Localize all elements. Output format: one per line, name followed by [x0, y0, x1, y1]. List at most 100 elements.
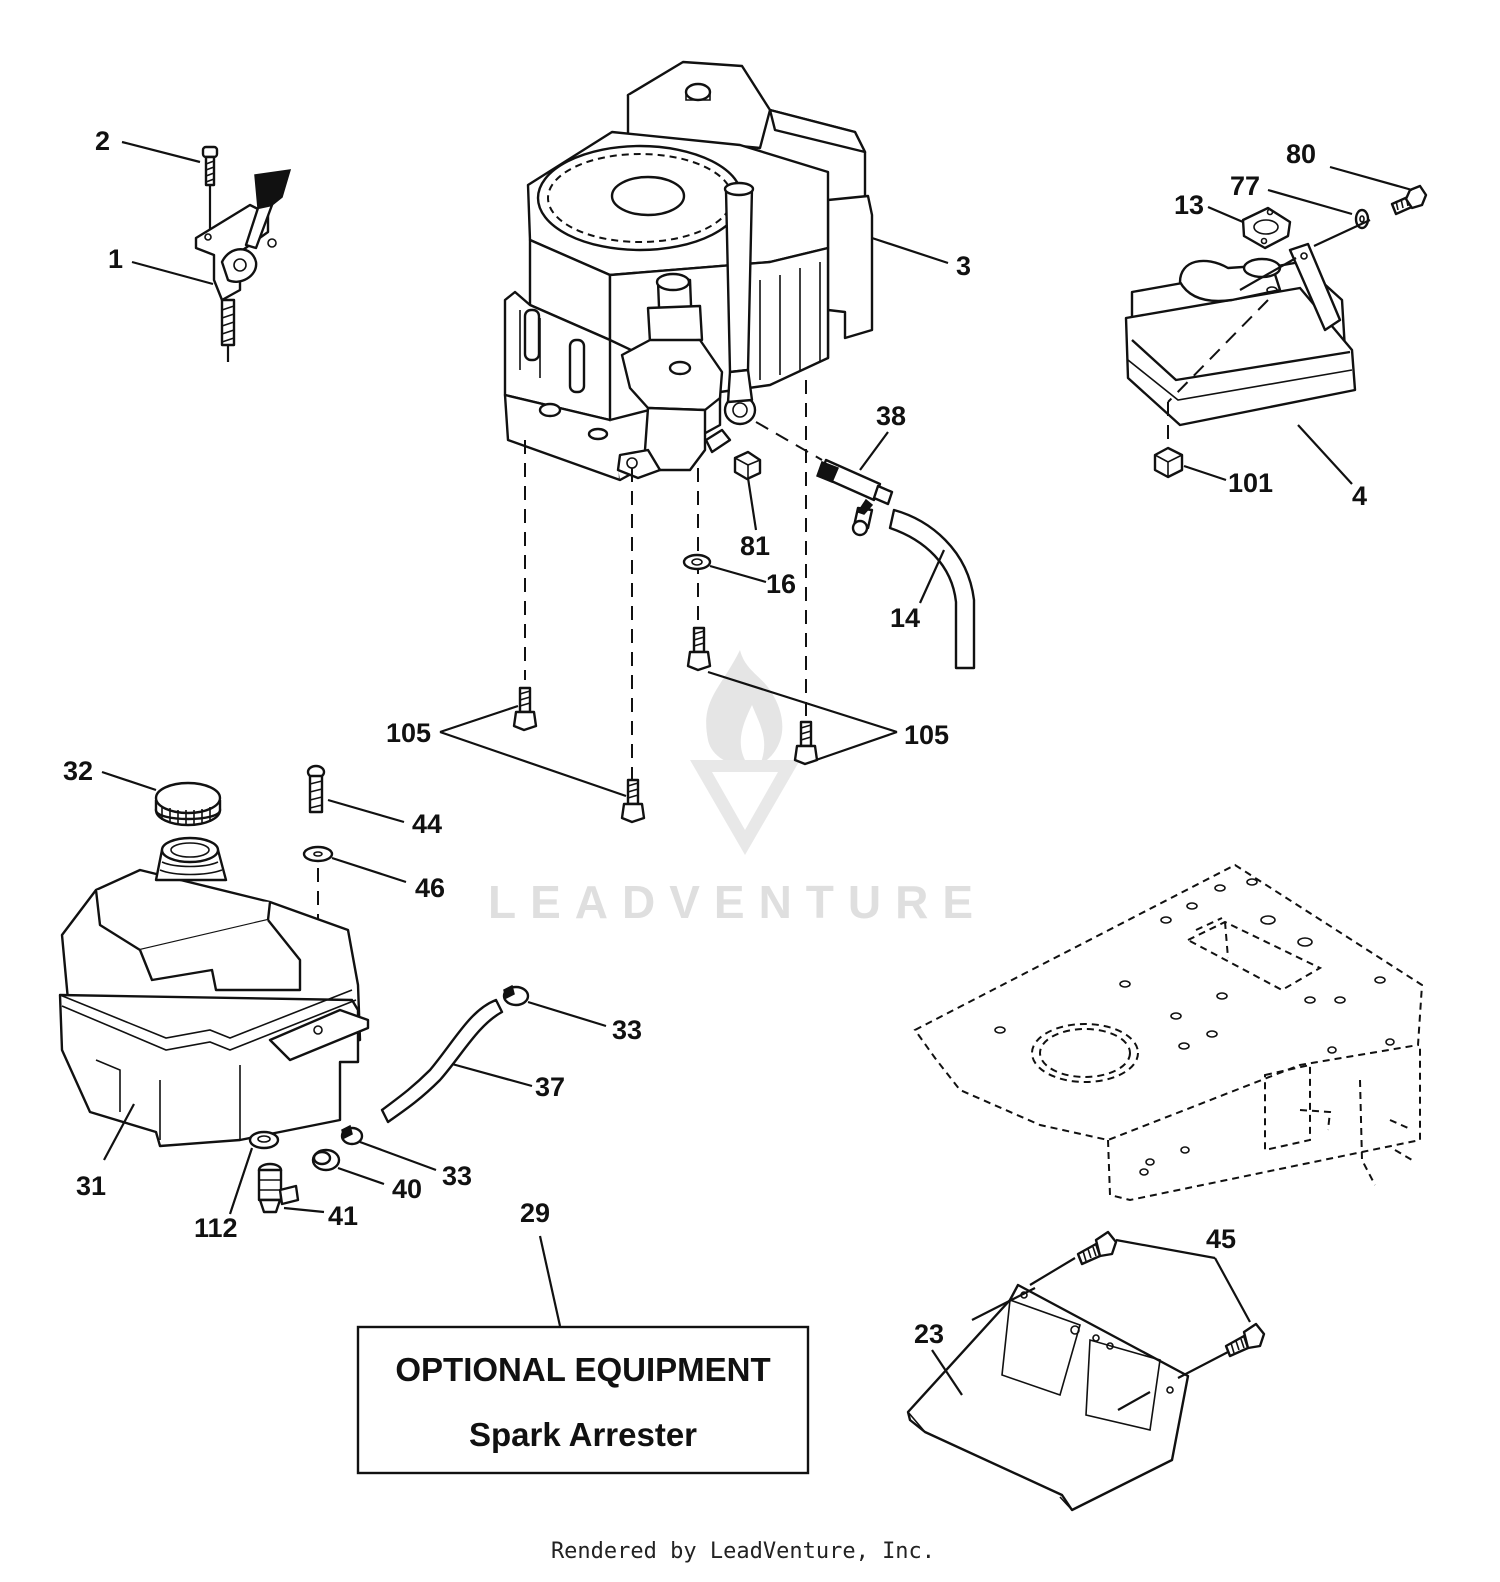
leader-81 — [746, 477, 758, 531]
callout-33-top: 33 — [612, 1015, 642, 1045]
nut-101 — [1153, 446, 1184, 479]
chassis-frame-dashed — [913, 863, 1424, 1202]
callout-101: 101 — [1228, 468, 1273, 498]
callout-31: 31 — [76, 1171, 106, 1201]
screw-45-a — [1076, 1230, 1118, 1266]
leader-23 — [931, 1349, 963, 1396]
exhaust-axis-line — [1313, 219, 1371, 247]
callout-105-left: 105 — [386, 718, 431, 748]
leader-105b-2 — [815, 730, 898, 762]
guide-line-fuel — [755, 421, 823, 461]
leader-13 — [1207, 205, 1244, 224]
exhaust-gasket-13 — [1241, 206, 1292, 250]
callout-1: 1 — [108, 244, 123, 274]
lock-washer-16 — [682, 553, 712, 571]
fuel-fitting-41 — [257, 1162, 300, 1214]
leader-44 — [327, 798, 405, 824]
leader-77 — [1267, 188, 1353, 216]
leader-4 — [1297, 424, 1353, 485]
bolt-105-b — [620, 778, 646, 824]
callout-44: 44 — [412, 809, 442, 839]
leader-33a — [527, 1000, 607, 1028]
callout-37: 37 — [535, 1072, 565, 1102]
callout-33-bottom: 33 — [442, 1161, 472, 1191]
leader-33b — [359, 1140, 437, 1172]
bolt-105-a — [512, 686, 538, 732]
bolt-105-c — [686, 626, 712, 672]
grommet-40 — [311, 1148, 341, 1172]
callout-41: 41 — [328, 1201, 358, 1231]
optional-equipment-title: OPTIONAL EQUIPMENT — [395, 1351, 770, 1388]
hose-clamp-33-b — [340, 1124, 364, 1146]
leader-29 — [538, 1235, 562, 1327]
bolt-105-d — [793, 720, 819, 766]
optional-equipment-box — [356, 1325, 810, 1475]
exhaust-axis-line-2 — [1239, 257, 1297, 291]
fuel-cap-32 — [154, 781, 222, 827]
leader-31 — [103, 1103, 135, 1161]
leader-45-2 — [1214, 1257, 1251, 1323]
fuel-shutoff-38 — [816, 458, 894, 537]
leader-32 — [101, 770, 157, 792]
footer-credit: Rendered by LeadVenture, Inc. — [551, 1539, 935, 1564]
leader-46 — [331, 856, 407, 884]
optional-equipment-subtitle: Spark Arrester — [469, 1416, 697, 1453]
leader-37 — [451, 1062, 533, 1088]
callout-45: 45 — [1206, 1224, 1236, 1254]
guide-line-shield-2 — [1177, 1351, 1229, 1379]
guide-line-shield-1 — [971, 1287, 1036, 1321]
leader-14 — [918, 549, 946, 604]
callout-80: 80 — [1286, 139, 1316, 169]
screw-44 — [306, 764, 326, 814]
leader-1 — [131, 260, 214, 286]
callout-46: 46 — [415, 873, 445, 903]
bushing-112 — [248, 1130, 280, 1150]
callout-13: 13 — [1174, 190, 1204, 220]
leader-80 — [1329, 165, 1413, 192]
callout-4: 4 — [1352, 481, 1367, 511]
leader-38 — [859, 431, 889, 471]
leader-101 — [1183, 464, 1227, 482]
muffler-assembly — [1124, 242, 1357, 427]
callout-81: 81 — [740, 531, 770, 561]
callout-23: 23 — [914, 1319, 944, 1349]
washer-46 — [302, 845, 334, 863]
callout-32: 32 — [63, 756, 93, 786]
bolt-80 — [1390, 184, 1428, 216]
callout-labels: 2 1 3 80 77 13 101 4 38 81 16 14 105 105… — [63, 126, 1367, 1349]
nut-81 — [733, 450, 762, 481]
leader-3 — [871, 236, 949, 265]
chassis-holes — [994, 878, 1395, 1176]
callout-29: 29 — [520, 1198, 550, 1228]
callout-2: 2 — [95, 126, 110, 156]
watermark-text: LEADVENTURE — [488, 876, 987, 928]
muffler-nut-guide — [1167, 299, 1269, 403]
leader-41 — [283, 1206, 325, 1214]
leader-16 — [709, 564, 767, 584]
fuel-hose-14 — [888, 508, 976, 670]
engine-assembly — [503, 60, 874, 482]
callout-3: 3 — [956, 251, 971, 281]
leader-105a-2 — [439, 730, 627, 798]
fuel-line-37 — [380, 998, 504, 1124]
callout-40: 40 — [392, 1174, 422, 1204]
callout-77: 77 — [1230, 171, 1260, 201]
leader-40 — [337, 1166, 385, 1186]
leader-2 — [121, 140, 201, 164]
guide-line-shield-4 — [1029, 1257, 1076, 1286]
screw-45-b — [1224, 1322, 1266, 1358]
callout-112: 112 — [194, 1213, 238, 1243]
callout-38: 38 — [876, 401, 906, 431]
hose-clamp-33-a — [502, 984, 530, 1007]
flame-logo-icon — [706, 650, 783, 765]
heat-shield-23 — [906, 1283, 1190, 1512]
callout-16: 16 — [766, 569, 796, 599]
callout-105-right: 105 — [904, 720, 949, 750]
leader-45-1 — [1115, 1238, 1216, 1260]
washer-77 — [1354, 208, 1370, 230]
leader-105a-1 — [439, 704, 519, 734]
leader-105b-1 — [707, 670, 898, 734]
watermark: LEADVENTURE — [488, 650, 987, 928]
throttle-control-assembly — [194, 145, 292, 362]
